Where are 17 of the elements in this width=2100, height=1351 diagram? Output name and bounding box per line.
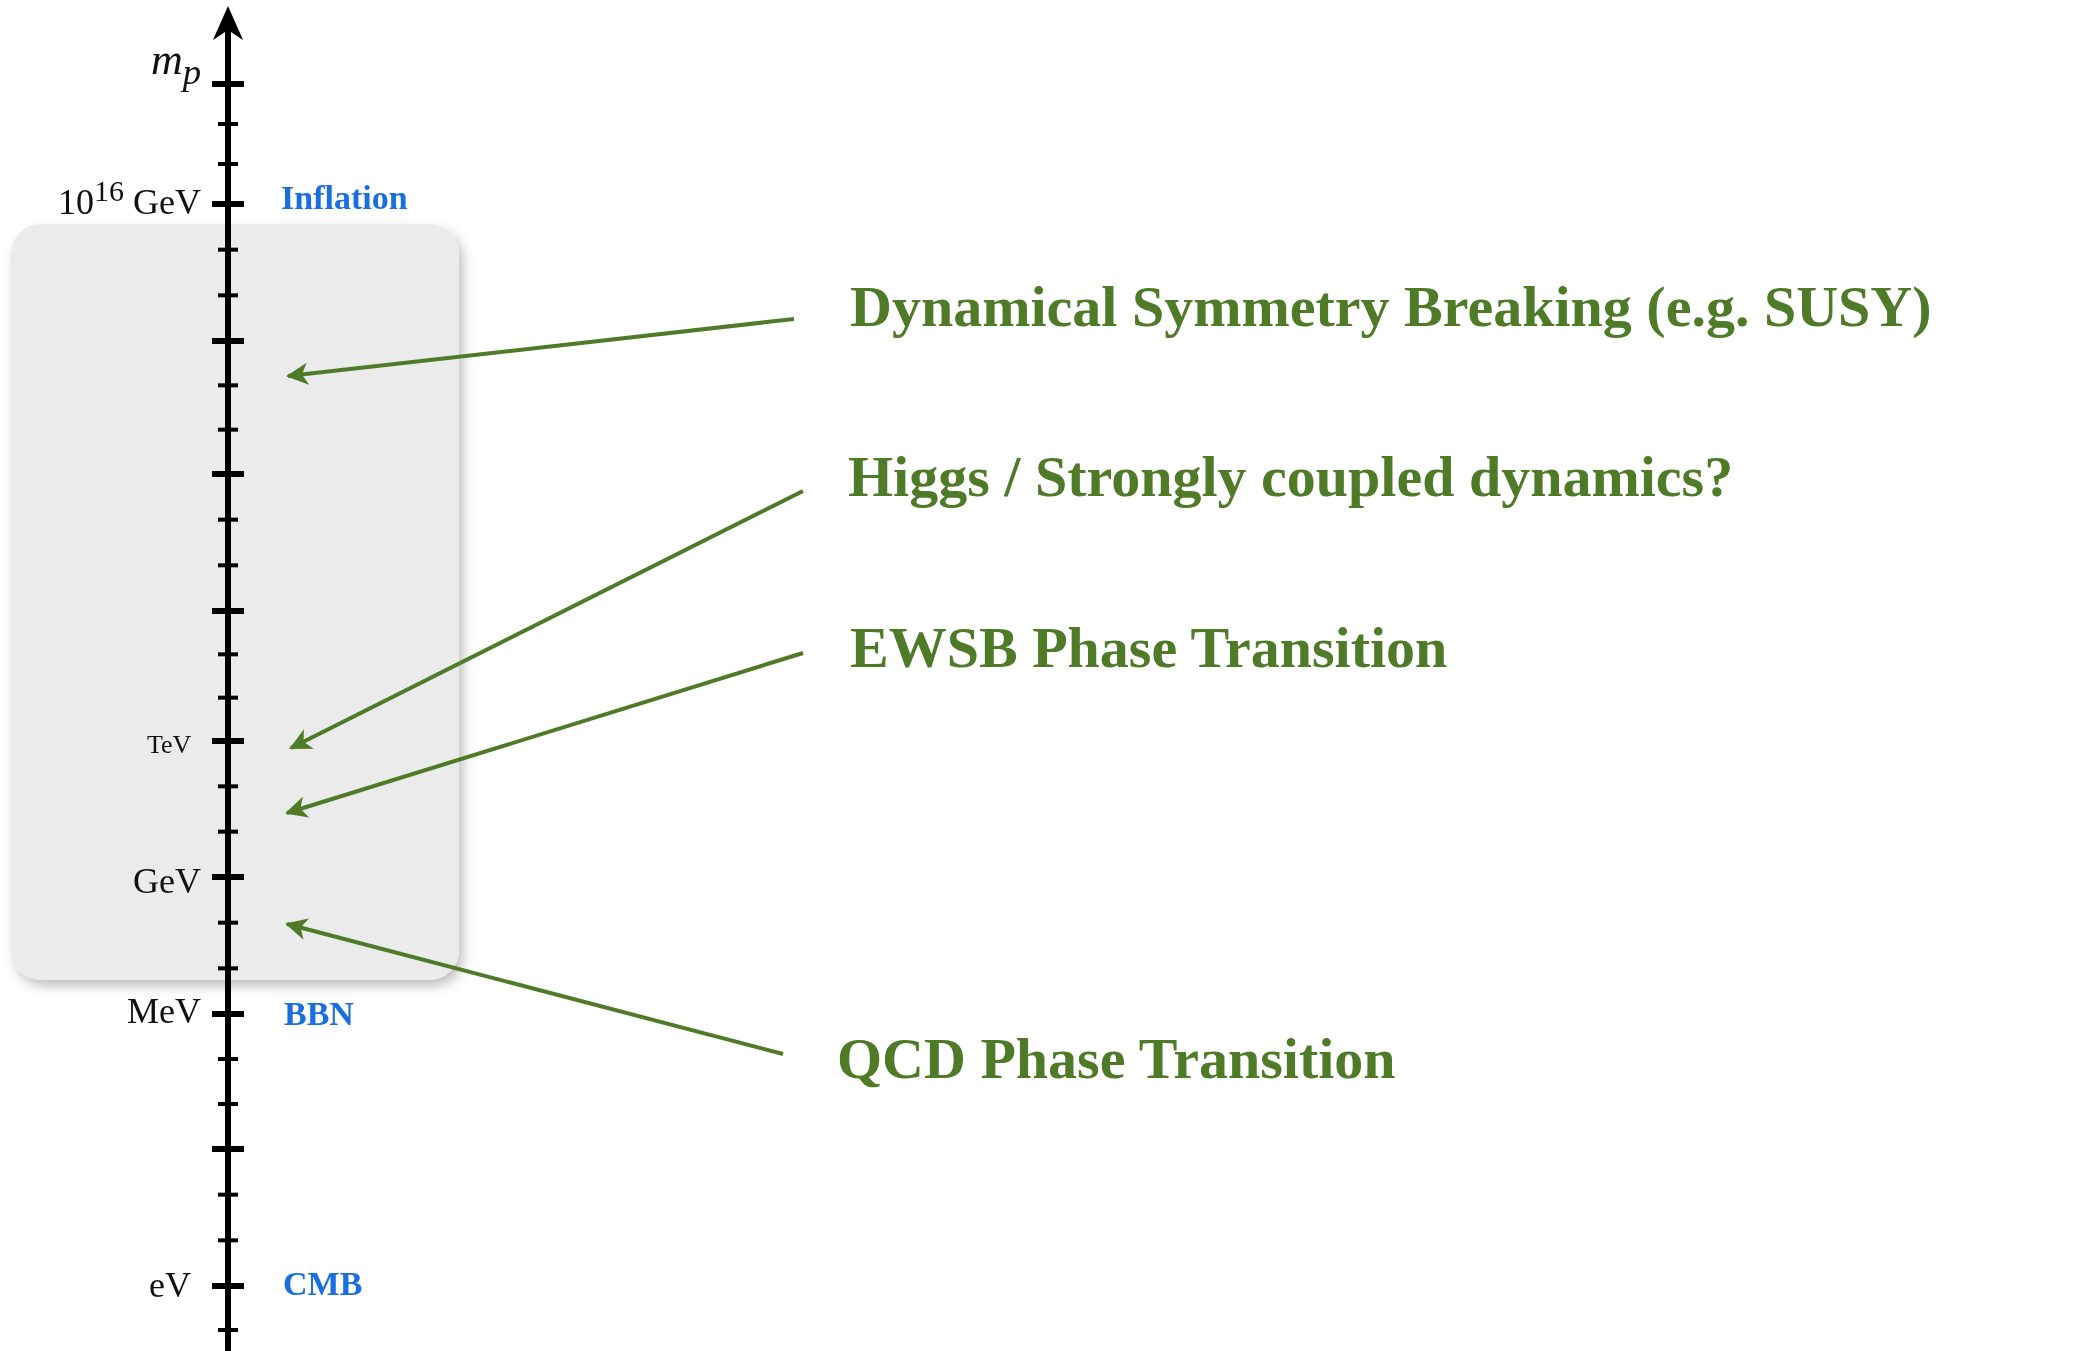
leader-arrow bbox=[286, 317, 795, 385]
scale-label: GeV bbox=[133, 863, 201, 899]
annotation-text: Dynamical Symmetry Breaking (e.g. SUSY) bbox=[850, 278, 1932, 336]
annotation-text: Higgs / Strongly coupled dynamics? bbox=[848, 448, 1734, 506]
scale-label: m$_{p}$ bbox=[151, 38, 202, 91]
scale-label: MeV bbox=[127, 993, 201, 1029]
scale-label: 10$^{16}$ GeV bbox=[58, 176, 201, 220]
annotation-text: QCD Phase Transition bbox=[837, 1030, 1396, 1088]
leader-arrow bbox=[285, 918, 784, 1056]
leader-arrow bbox=[285, 651, 804, 818]
scale-label: eV bbox=[149, 1267, 191, 1303]
scale-label: TeV bbox=[147, 732, 192, 758]
annotation-text: EWSB Phase Transition bbox=[850, 619, 1448, 677]
epoch-label: CMB bbox=[283, 1267, 363, 1301]
epoch-label: Inflation bbox=[281, 181, 408, 215]
epoch-label: BBN bbox=[284, 997, 354, 1031]
leader-arrow bbox=[289, 489, 804, 750]
